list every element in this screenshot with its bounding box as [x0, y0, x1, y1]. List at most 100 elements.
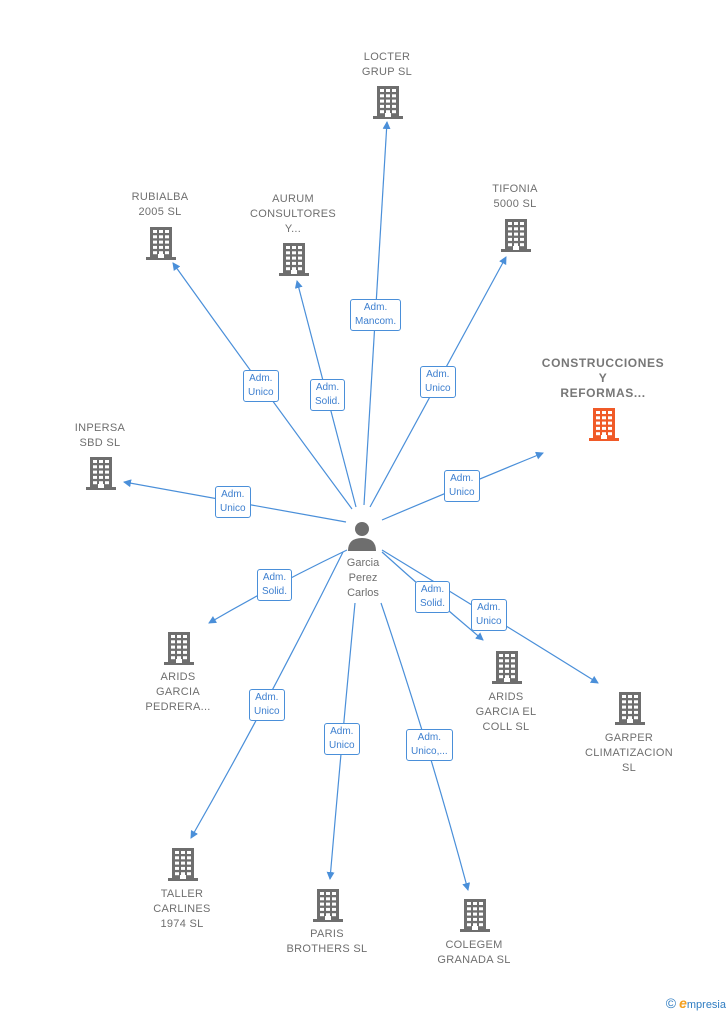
company-node[interactable] — [84, 455, 118, 496]
company-label-line: CLIMATIZACION — [584, 747, 674, 759]
relation-label-line: Adm. — [249, 373, 273, 384]
person-icon — [348, 522, 376, 551]
relation-label-line: Adm. — [255, 692, 279, 703]
person-name-line: Perez — [348, 572, 378, 584]
relation-label-line: Mancom. — [355, 316, 397, 327]
copyright-symbol: © — [665, 995, 677, 1011]
relation-label[interactable]: Adm.Unico — [324, 723, 360, 755]
company-label[interactable]: RUBIALBA 2005 SL — [90, 190, 230, 220]
company-label-line: Y... — [284, 223, 302, 235]
relation-label-line: Unico,... — [411, 746, 448, 757]
company-label[interactable]: PARIS BROTHERS SL — [257, 927, 397, 957]
relation-label-line: Adm. — [221, 489, 245, 500]
company-node[interactable] — [490, 649, 524, 690]
relation-label-line: Unico — [425, 383, 451, 394]
company-label-line: COLL SL — [482, 721, 530, 733]
company-node[interactable] — [371, 84, 405, 125]
company-label-line: GARPER — [604, 732, 654, 744]
building-icon — [615, 692, 645, 725]
relation-label[interactable]: Adm. Unico — [215, 486, 251, 518]
building-icon — [501, 219, 531, 252]
building-icon — [146, 227, 176, 260]
company-node[interactable] — [311, 887, 345, 928]
relation-label-line: Solid. — [420, 598, 446, 609]
relation-label[interactable]: Adm.Unico — [444, 470, 480, 502]
company-label-line: LOCTER — [363, 51, 411, 63]
company-node[interactable] — [458, 897, 492, 938]
company-label-line: 2005 SL — [138, 206, 182, 218]
company-label-line: REFORMAS... — [560, 386, 646, 400]
relation-label[interactable]: Adm. Unico — [471, 599, 507, 631]
building-icon — [460, 899, 490, 932]
brand-name: mpresia — [686, 999, 726, 1011]
relation-label[interactable]: Adm. Unico,... — [406, 729, 453, 761]
company-node[interactable] — [162, 630, 196, 671]
relation-label[interactable]: Adm. Unico — [243, 370, 279, 402]
company-label-line: 1974 SL — [160, 918, 204, 930]
relation-label-line: Adm. — [420, 584, 445, 595]
company-label-line: GRANADA SL — [437, 954, 511, 966]
relation-label-line: Solid. — [262, 586, 288, 597]
relation-label-line: Adm. — [477, 602, 501, 613]
company-label-line: TIFONIA — [492, 183, 538, 195]
relation-label-line: Adm. — [262, 572, 287, 583]
company-node[interactable] — [613, 690, 647, 731]
building-icon — [168, 848, 198, 881]
relation-label-line: Unico — [449, 487, 475, 498]
company-label-line: CARLINES — [153, 903, 211, 915]
relation-label-line: Unico — [329, 740, 355, 751]
company-label[interactable]: TIFONIA 5000 SL — [445, 182, 585, 212]
company-label-line: 5000 SL — [493, 198, 537, 210]
company-label-line: ARIDS — [160, 671, 196, 683]
company-label-line: BROTHERS SL — [286, 943, 368, 955]
brand-initial: e — [679, 995, 687, 1011]
company-label[interactable]: LOCTER GRUP SL — [317, 50, 457, 80]
company-label-line: GARCIA EL — [475, 706, 537, 718]
relation-label-line: Unico — [254, 706, 280, 717]
relation-label[interactable]: Adm. Solid. — [415, 581, 451, 613]
building-icon — [164, 632, 194, 665]
company-label-line: AURUM — [272, 193, 314, 205]
relation-label[interactable]: Adm. Mancom. — [350, 299, 402, 331]
relation-label-line: Unico — [220, 503, 246, 514]
company-label-line: GRUP SL — [361, 66, 413, 78]
building-icon — [589, 408, 619, 441]
relation-label-line: Unico — [248, 387, 274, 398]
company-node[interactable] — [587, 406, 621, 447]
relation-label[interactable]: Adm. Unico — [420, 366, 456, 398]
company-node[interactable] — [166, 846, 200, 887]
building-icon — [373, 86, 403, 119]
building-icon — [86, 457, 116, 490]
building-icon — [313, 889, 343, 922]
company-label-line: PARIS — [310, 928, 344, 940]
relation-label[interactable]: Adm. Solid. — [257, 569, 293, 601]
relation-label-line: Solid. — [315, 396, 341, 407]
company-label-line: RUBIALBA — [131, 191, 189, 203]
company-node[interactable] — [499, 217, 533, 258]
person-name: Garcia Perez Carlos — [323, 556, 403, 601]
relation-label[interactable]: Adm. Unico — [249, 689, 285, 721]
relation-label-line: Adm. — [426, 369, 450, 380]
company-label-line: CONSTRUCCIONES — [541, 356, 665, 370]
relation-label-line: Adm. — [417, 732, 442, 743]
company-label-line: PEDRERA... — [145, 701, 211, 713]
company-node[interactable] — [277, 241, 311, 282]
building-icon — [279, 243, 309, 276]
company-label-line: INPERSA — [74, 422, 126, 434]
brand-footer: © empresia — [666, 995, 726, 1011]
relation-label-line: Unico — [476, 616, 502, 627]
relation-label-line: Adm. — [363, 302, 388, 313]
person-name-line: Garcia — [346, 557, 380, 569]
company-node[interactable] — [144, 225, 178, 266]
person-node[interactable] — [346, 520, 378, 557]
relation-label[interactable]: Adm.Solid. — [310, 379, 346, 411]
